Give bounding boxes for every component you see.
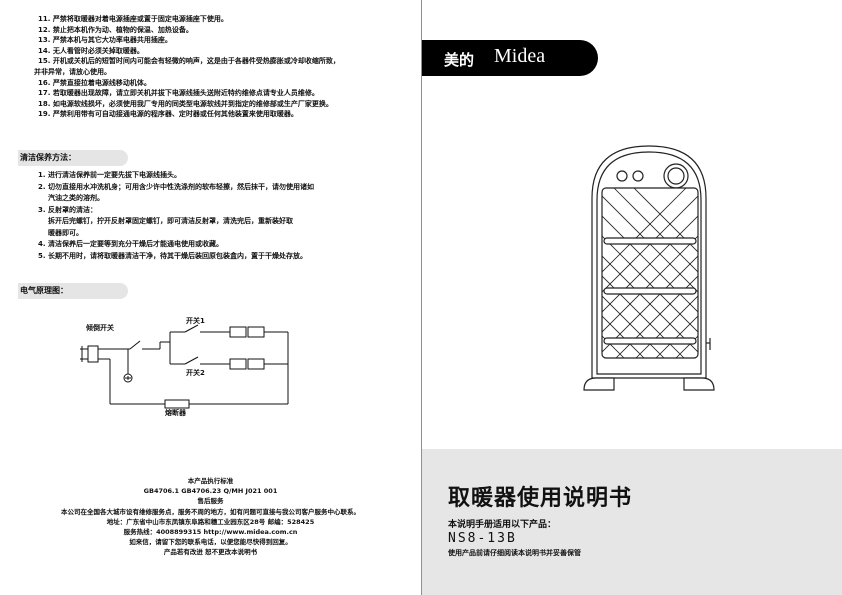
cleaning-item: 2. 切勿直接用水冲洗机身；可用含少许中性洗涤剂的软布轻擦，然后抹干，请勿使用诸… xyxy=(38,182,314,191)
tilt-switch-label: 倾倒开关 xyxy=(86,324,114,332)
cover-page: 美的 Midea 取暖器使用说明书 本说明 xyxy=(422,0,842,595)
cleaning-item: 拆开后完螺钉，拧开反射罩固定螺钉，即可清洁反射罩，清洗完后，重新装好取 xyxy=(48,217,293,225)
circuit-diagram xyxy=(80,324,289,409)
address: 地址：广东省中山市东凤镇东阜路和穗工业园东区28号 邮编：528425 xyxy=(106,517,315,526)
cover-band xyxy=(422,449,842,595)
cleaning-item: 1. 进行清洁保养前一定要先拔下电源线插头。 xyxy=(38,171,181,179)
rule-item: 17. 若取暖器出现故障，请立即关机并拔下电源线插头送附近特约维修点请专业人员维… xyxy=(38,89,319,98)
cleaning-item: 汽油之类的溶剂。 xyxy=(48,194,104,202)
brand-english: Midea xyxy=(494,45,546,67)
switch2-label: 开关2 xyxy=(186,369,205,377)
service-text: 本公司在全国各大城市设有维修服务点，服务不周的地方，如有问题可直接与我公司客户服… xyxy=(61,507,360,516)
cleaning-item: 4. 清洁保养后一定要等到充分干燥后才能通电使用或收藏。 xyxy=(38,240,223,248)
model-number: NS8-13B xyxy=(448,531,517,546)
footer: 本产品执行标准 GB4706.1 GB4706.23 Q/MH J021 001… xyxy=(0,476,421,558)
improvement-notice: 产品若有改进 恕不更改本说明书 xyxy=(163,548,258,557)
rule-item: 11. 严禁将取暖器对着电源插座或置于固定电源插座下使用。 xyxy=(38,15,228,23)
hotline: 服务热线：4008899315 http://www.midea.com.cn xyxy=(123,528,298,537)
switch1-label: 开关1 xyxy=(186,317,205,325)
cleaning-list: 1. 进行清洁保养前一定要先拔下电源线插头。 2. 切勿直接用水冲洗机身；可用含… xyxy=(38,170,413,262)
applies-to: 本说明手册适用以下产品： xyxy=(448,520,557,530)
rule-item: 14. 无人看管时必须关掉取暖器。 xyxy=(38,46,144,55)
rule-item: 12. 禁止把本机作为动、植物的保温、加热设备。 xyxy=(38,25,193,34)
cleaning-item: 3. 反射罩的清洁： xyxy=(38,205,97,214)
rule-item: 15. 开机或关机后的短暂时间内可能会有轻微的响声，这是由于各器件受热膨胀或冷却… xyxy=(38,57,340,66)
brand-chinese: 美的 xyxy=(444,51,475,69)
cleaning-item: 暖器即可。 xyxy=(48,228,83,237)
heater-illustration xyxy=(583,145,715,391)
service-title: 售后服务 xyxy=(197,497,224,506)
rule-item: 16. 严禁直接拉着电源线移动机体。 xyxy=(38,78,151,87)
fuse-label: 熔断器 xyxy=(165,409,186,417)
standard-title: 本产品执行标准 xyxy=(187,477,234,485)
safety-rules-list: 11. 严禁将取暖器对着电源插座或置于固定电源插座下使用。 12. 禁止把本机作… xyxy=(34,14,413,120)
rule-item: 18. 如电源软线损坏，必须使用我厂专用的同类型电源软线并到指定的维修部或生产厂… xyxy=(38,99,333,108)
rule-item: 19. 严禁利用带有可自动接通电源的程序器、定时器或任何其他装置来使用取暖器。 xyxy=(38,110,298,119)
standards: GB4706.1 GB4706.23 Q/MH J021 001 xyxy=(143,487,278,496)
reading-advice: 使用产品前请仔细阅读本说明书并妥善保管 xyxy=(448,549,581,557)
brand-logo: 美的 Midea xyxy=(422,40,598,76)
manual-title: 取暖器使用说明书 xyxy=(448,486,633,511)
circuit-heading: 电气原理图： xyxy=(18,283,128,299)
cleaning-heading: 清洁保养方法： xyxy=(18,150,128,166)
relocation-note: 如来信，请留下您的联系电话，以便您能尽快得到回复。 xyxy=(129,538,292,547)
plug-body xyxy=(87,345,99,363)
rule-item: 13. 严禁本机与其它大功率电器共用插座。 xyxy=(38,36,172,45)
left-page: 11. 严禁将取暖器对着电源插座或置于固定电源插座下使用。 12. 禁止把本机作… xyxy=(0,0,422,595)
cleaning-item: 5. 长期不用时，请将取暖器清洁干净，待其干燥后装回原包装盒内，置于干燥处存放。 xyxy=(38,251,307,260)
rule-item: 并非异常，请放心使用。 xyxy=(34,67,111,76)
